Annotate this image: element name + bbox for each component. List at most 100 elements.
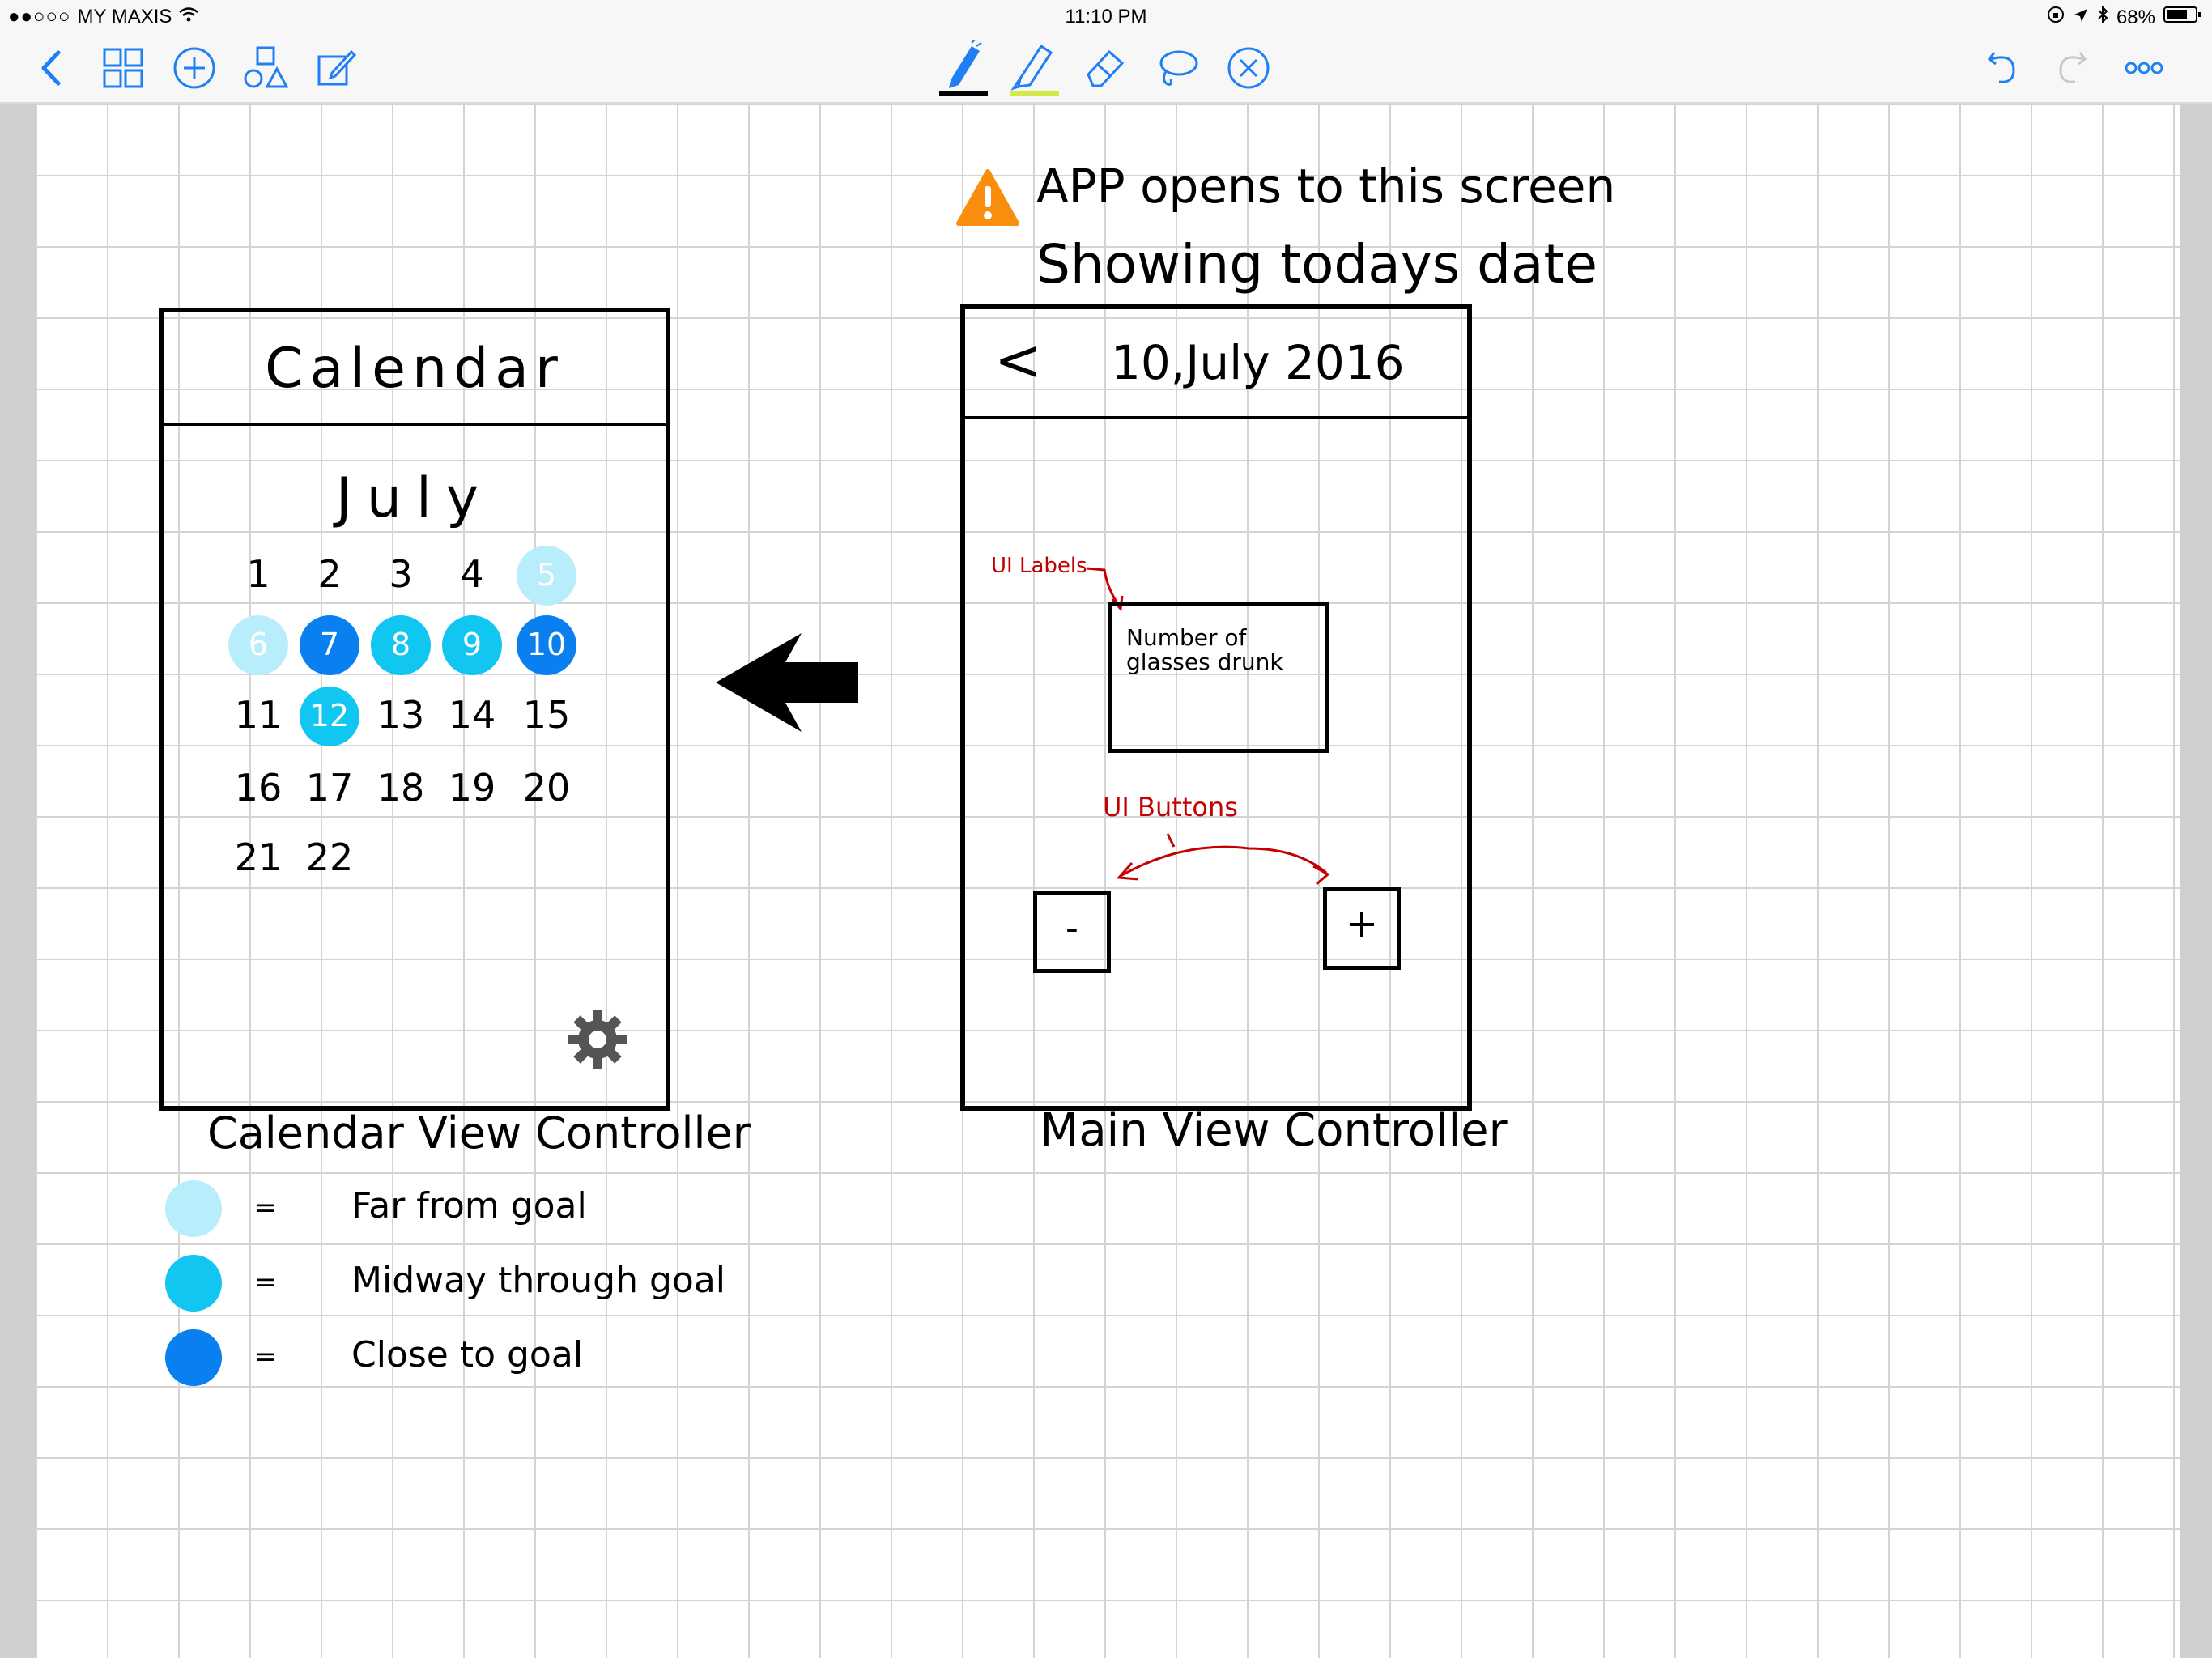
eraser-tool[interactable] <box>1080 42 1132 94</box>
thumbnails-icon <box>102 47 144 89</box>
calendar-day[interactable]: 8 <box>390 627 411 662</box>
calendar-day[interactable]: 21 <box>234 835 283 879</box>
note-line-2: Showing todays date <box>1036 233 1597 295</box>
bluetooth-icon <box>2097 5 2108 29</box>
location-icon <box>2073 6 2089 29</box>
month-label: July <box>335 466 494 530</box>
arrow-left-icon <box>713 630 866 739</box>
shapes-icon <box>243 45 288 91</box>
plus-button[interactable]: + <box>1323 887 1401 970</box>
calendar-day[interactable]: 22 <box>305 835 354 879</box>
back-icon <box>36 48 68 88</box>
label-box-text: Number of glasses drunk <box>1126 624 1283 675</box>
calendar-day[interactable]: 2 <box>317 552 342 596</box>
add-icon <box>172 45 217 91</box>
lasso-tool[interactable] <box>1151 42 1203 94</box>
warning-icon <box>955 168 1020 231</box>
thumbnails-button[interactable] <box>97 42 149 94</box>
redo-icon <box>2052 48 2093 88</box>
legend-equals: = <box>254 1341 278 1373</box>
calendar-caption: Calendar View Controller <box>207 1107 751 1158</box>
calendar-day[interactable]: 20 <box>522 766 571 810</box>
calendar-day[interactable]: 6 <box>248 627 269 662</box>
buttons-annotation-arrows <box>1116 833 1330 886</box>
labels-annotation: UI Labels <box>991 554 1087 578</box>
more-icon <box>2124 60 2164 76</box>
minus-button-label: - <box>1066 908 1078 949</box>
status-bar: ●●○○○ MY MAXIS 11:10 PM 68% <box>0 0 2212 34</box>
pen-tool[interactable] <box>938 40 989 96</box>
calendar-day[interactable]: 9 <box>462 627 483 662</box>
gear-icon[interactable] <box>565 1007 630 1076</box>
legend-text: Close to goal <box>351 1334 584 1375</box>
calendar-day[interactable]: 10 <box>526 627 567 662</box>
number-of-glasses-label: Number of glasses drunk <box>1108 602 1329 753</box>
lasso-icon <box>1155 45 1200 91</box>
calendar-day[interactable]: 7 <box>319 627 340 662</box>
undo-button[interactable] <box>1976 42 2027 94</box>
edit-icon <box>316 47 358 89</box>
legend-equals: = <box>254 1192 278 1224</box>
legend-swatch <box>165 1329 222 1386</box>
calendar-day[interactable]: 11 <box>234 693 283 737</box>
rotation-lock-icon <box>2047 6 2065 29</box>
edit-button[interactable] <box>311 42 363 94</box>
add-button[interactable] <box>168 42 220 94</box>
back-button[interactable] <box>26 42 78 94</box>
calendar-day[interactable]: 14 <box>448 693 496 737</box>
main-caption: Main View Controller <box>1040 1104 1508 1157</box>
calendar-day[interactable]: 1 <box>246 552 270 596</box>
calendar-day[interactable]: 5 <box>536 557 557 593</box>
buttons-annotation: UI Buttons <box>1103 792 1238 823</box>
calendar-day[interactable]: 12 <box>309 698 350 733</box>
highlighter-icon <box>1010 40 1059 96</box>
date-label: 10,July 2016 <box>1111 335 1405 390</box>
pen-icon <box>939 40 988 96</box>
status-bubble-midway <box>300 687 359 746</box>
plus-button-label: + <box>1345 901 1379 946</box>
calendar-day[interactable]: 18 <box>376 766 425 810</box>
calendar-day[interactable]: 15 <box>522 693 571 737</box>
status-bubble-far <box>228 615 288 675</box>
legend-swatch <box>165 1180 222 1237</box>
eraser-icon <box>1083 45 1129 91</box>
drawing-canvas[interactable]: APP opens to this screen Showing todays … <box>36 104 2180 1658</box>
legend-equals: = <box>254 1266 278 1299</box>
calendar-header: Calendar <box>164 312 666 426</box>
legend-text: Midway through goal <box>351 1260 725 1301</box>
more-button[interactable] <box>2118 42 2170 94</box>
highlighter-tool[interactable] <box>1009 40 1061 96</box>
battery-icon <box>2163 6 2202 29</box>
status-bubble-far <box>517 546 576 606</box>
calendar-day[interactable]: 17 <box>305 766 354 810</box>
status-bubble-midway <box>371 615 431 675</box>
status-bubble-midway <box>442 615 502 675</box>
calendar-day[interactable]: 13 <box>376 693 425 737</box>
main-screen-mock: < 10,July 2016 UI Labels Number of glass… <box>960 304 1472 1111</box>
wifi-icon <box>178 6 199 28</box>
undo-icon <box>1981 48 2022 88</box>
back-glyph: < <box>994 327 1042 393</box>
note-line-1: APP opens to this screen <box>1036 159 1616 214</box>
shapes-button[interactable] <box>240 42 291 94</box>
carrier-name: MY MAXIS <box>77 6 172 28</box>
clock: 11:10 PM <box>1065 6 1147 28</box>
status-bubble-close <box>517 615 576 675</box>
calendar-day[interactable]: 19 <box>448 766 496 810</box>
redo-button[interactable] <box>2047 42 2099 94</box>
legend-text: Far from goal <box>351 1185 587 1226</box>
minus-button[interactable]: - <box>1033 891 1111 973</box>
calendar-day[interactable]: 4 <box>460 552 484 596</box>
battery-percentage: 68% <box>2116 6 2155 28</box>
calendar-day[interactable]: 16 <box>234 766 283 810</box>
clear-tool[interactable] <box>1223 42 1274 94</box>
toolbar <box>0 34 2212 104</box>
calendar-day[interactable]: 3 <box>389 552 413 596</box>
legend: = Far from goal = Midway through goal = Close… <box>165 1180 732 1439</box>
status-bubble-close <box>300 615 359 675</box>
close-circle-icon <box>1226 45 1271 91</box>
calendar-title: Calendar <box>265 337 564 401</box>
main-header: < 10,July 2016 <box>965 309 1467 419</box>
